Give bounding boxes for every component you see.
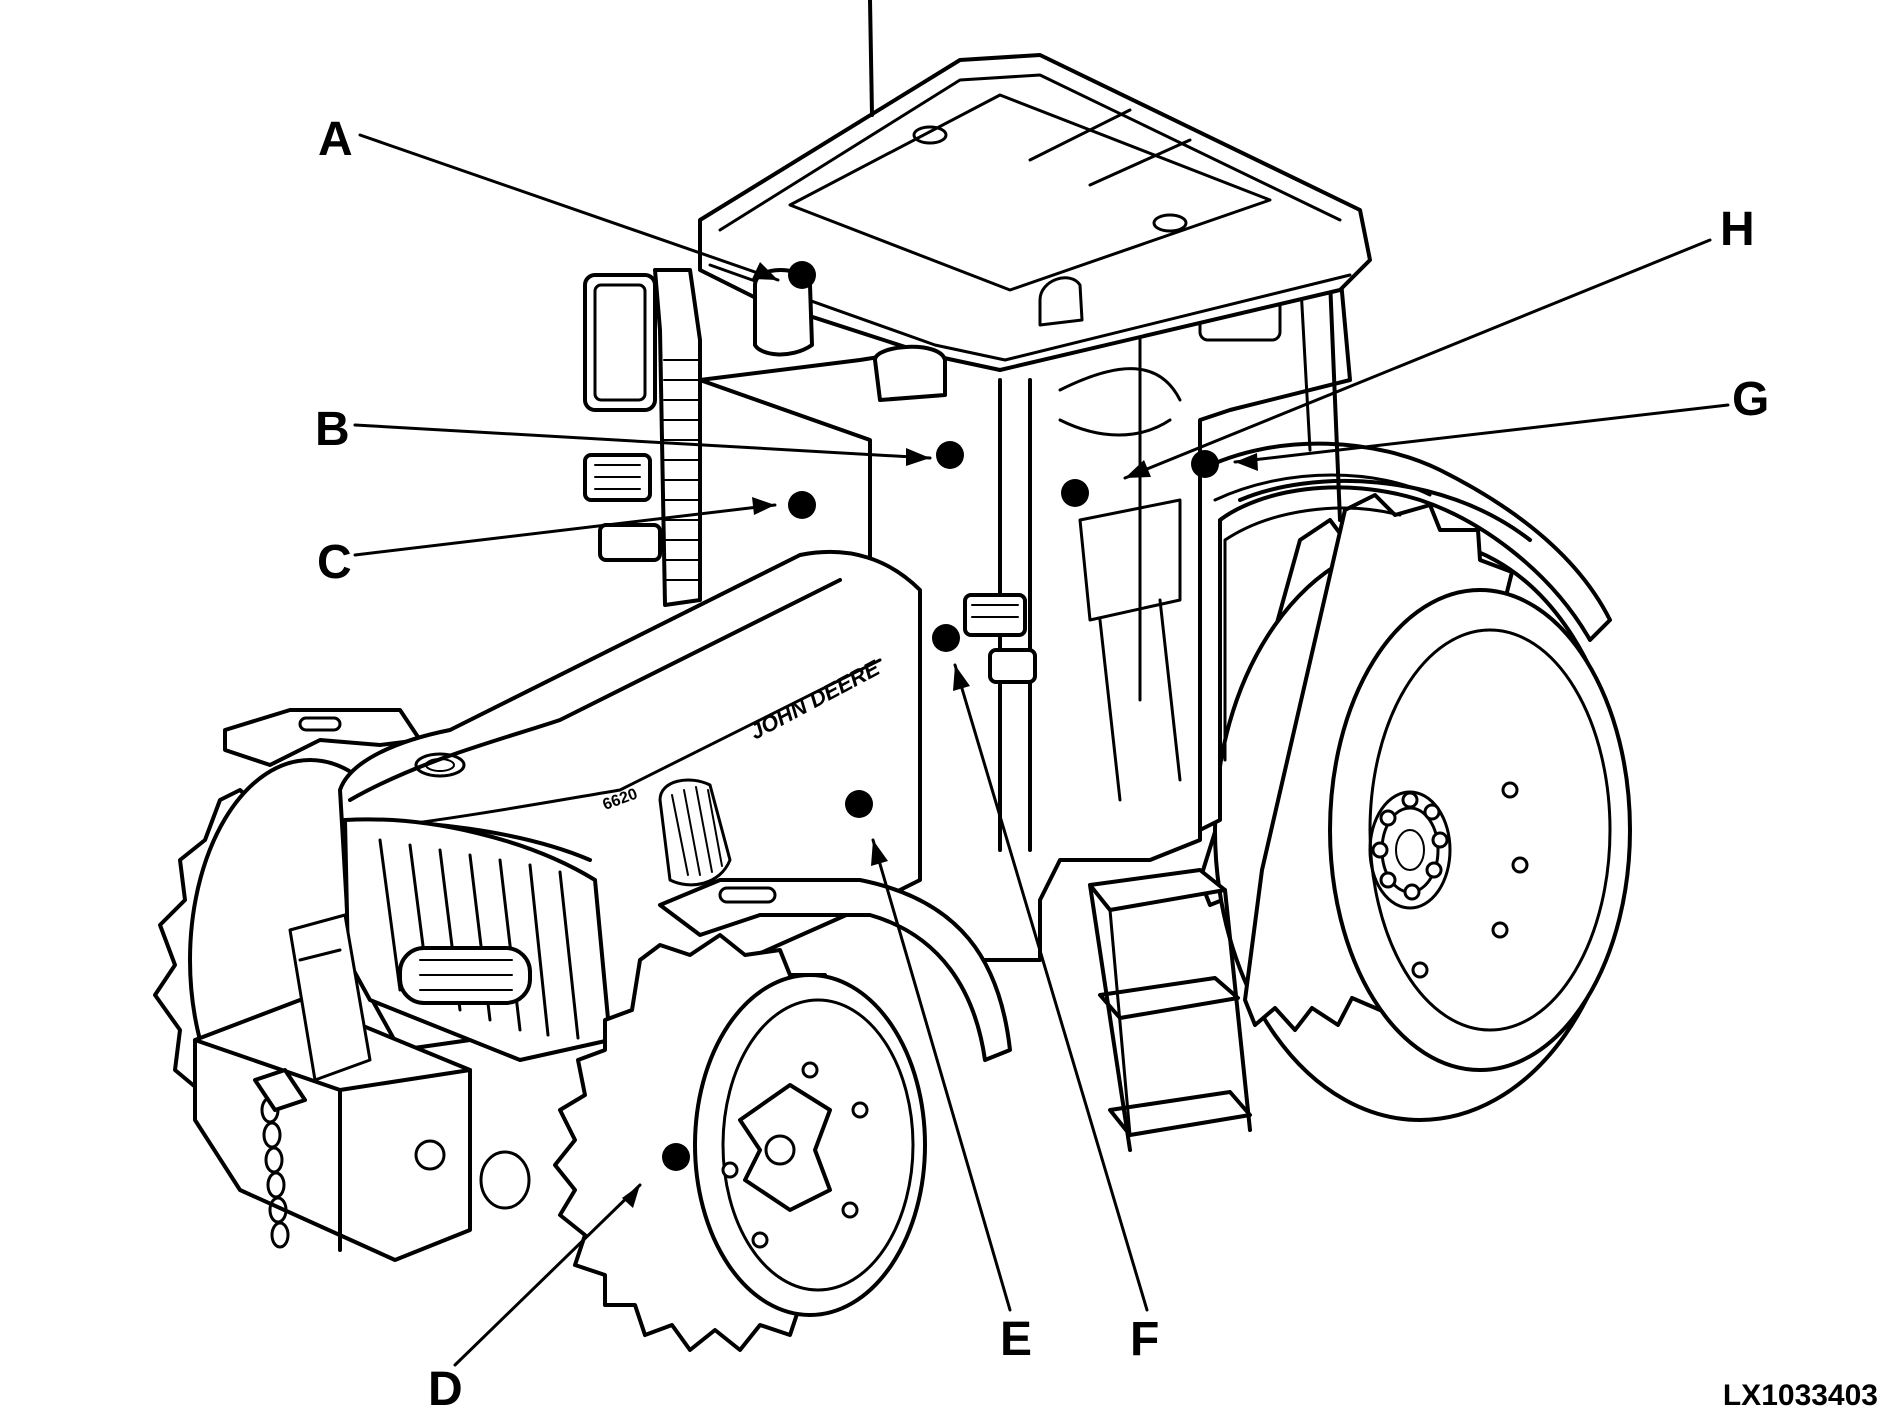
rear-right-wheel xyxy=(1198,493,1632,1122)
front-weight xyxy=(193,913,531,1262)
callout-h-marker xyxy=(1061,479,1089,507)
callout-h-arrow xyxy=(1125,460,1151,478)
callout-f-marker xyxy=(932,624,960,652)
callout-g-marker xyxy=(1191,450,1219,478)
callout-f-arrow xyxy=(953,665,970,691)
callout-d-arrow xyxy=(622,1185,640,1208)
callout-g-arrow xyxy=(1235,453,1258,471)
callout-c-marker xyxy=(788,491,816,519)
callout-f-label: F xyxy=(1130,1313,1159,1366)
callout-h-label: H xyxy=(1720,203,1755,256)
callout-d-marker xyxy=(662,1143,690,1171)
exhaust-pipe-ribs xyxy=(663,359,699,581)
front-left-fender xyxy=(223,708,422,767)
callouts: A B C D E F G H xyxy=(315,113,1769,1416)
mirror-and-exhaust xyxy=(583,268,814,607)
callout-e-marker xyxy=(845,790,873,818)
rear-fender xyxy=(1198,441,1612,832)
cab-steps xyxy=(1088,868,1252,1152)
figure-id: LX1033403 xyxy=(1723,1379,1878,1412)
callout-b-label: B xyxy=(315,403,350,456)
front-right-fender xyxy=(658,878,1012,1062)
cab-roof xyxy=(698,0,1372,372)
callout-e-label: E xyxy=(1000,1313,1032,1366)
rear-wheel-bolts xyxy=(1371,791,1449,901)
callout-b-arrow xyxy=(906,448,930,466)
callout-c-label: C xyxy=(317,536,352,589)
front-right-wheel xyxy=(553,933,927,1352)
callout-a-marker xyxy=(788,261,816,289)
callout-g-label: G xyxy=(1732,373,1769,426)
front-grille xyxy=(343,817,612,1062)
callout-b-marker xyxy=(936,441,964,469)
callout-a-label: A xyxy=(318,113,353,166)
callout-e-arrow xyxy=(871,840,888,866)
callout-d-label: D xyxy=(428,1363,463,1416)
hood-vent xyxy=(658,778,732,887)
callout-a-arrow xyxy=(752,262,778,280)
work-lights xyxy=(583,344,1037,684)
callout-c-arrow xyxy=(752,497,775,515)
